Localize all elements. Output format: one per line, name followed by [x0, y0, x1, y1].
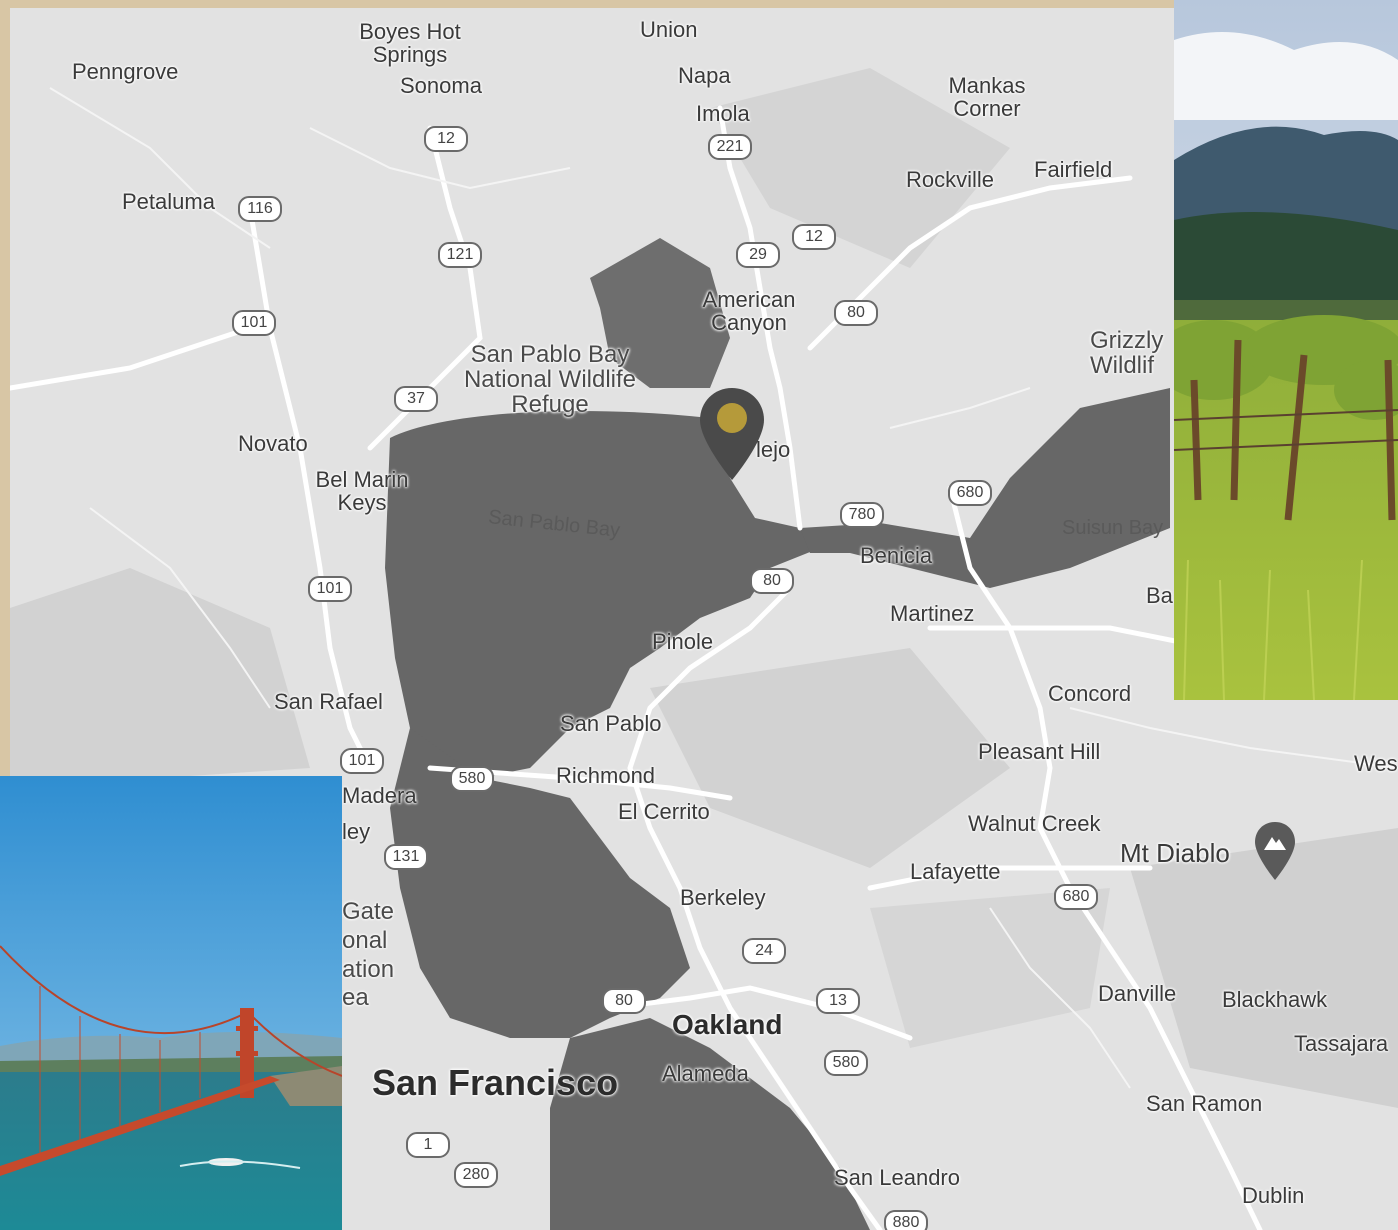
park-label-golden-gate: Gate onal ation ea [342, 898, 395, 1012]
minor-roads [49, 87, 1398, 1089]
place-label-el-cerrito: El Cerrito [618, 799, 710, 824]
place-label-madera: Madera [342, 783, 417, 808]
napa-marsh-water [590, 238, 730, 388]
water-label-suisun-bay: Suisun Bay [1062, 517, 1164, 539]
golden-gate-photo [0, 776, 342, 1230]
place-label-mankas-corner: Mankas Corner [948, 73, 1026, 122]
route-shield-221: 221 [708, 134, 752, 160]
place-label-berkeley: Berkeley [680, 885, 766, 910]
route-shield-101: 101 [232, 310, 276, 336]
place-label-rockville: Rockville [906, 167, 995, 192]
route-shield-101: 101 [308, 576, 352, 602]
place-label-tassajara: Tassajara [1294, 1031, 1389, 1056]
route-shield-680: 680 [1054, 884, 1098, 910]
hills-area [650, 648, 1010, 868]
route-shield-580: 580 [450, 766, 494, 792]
route-shield-780: 780 [840, 502, 884, 528]
route-shield-680: 680 [948, 480, 992, 506]
place-label-wes: Wes [1354, 751, 1398, 776]
central-bay-water [390, 728, 690, 1038]
vineyard-photo [1174, 0, 1398, 700]
place-label-fairfield: Fairfield [1034, 157, 1113, 182]
route-shield-80: 80 [750, 568, 794, 594]
place-label-novato: Novato [238, 431, 308, 456]
san-pablo-bay-water [385, 410, 820, 778]
place-label-pinole: Pinole [652, 629, 714, 654]
place-label-blackhawk: Blackhawk [1222, 987, 1328, 1012]
place-label-san-leandro: San Leandro [834, 1165, 960, 1190]
route-shield-121: 121 [438, 242, 482, 268]
place-label-imola: Imola [696, 101, 750, 126]
park-label-san-pablo-bay-refuge: San Pablo Bay National Wildlife Refuge [463, 341, 637, 419]
place-label-vallejo: lejo [756, 437, 791, 462]
hills-area [870, 888, 1110, 1048]
vineyard-image [1174, 0, 1398, 700]
route-shield-580: 580 [824, 1050, 868, 1076]
road-network [10, 105, 1398, 1230]
place-label-richmond: Richmond [556, 763, 656, 788]
route-shield-80: 80 [834, 300, 878, 326]
poi-label-mt-diablo[interactable]: Mt Diablo [1120, 838, 1230, 868]
place-label-martinez: Martinez [890, 601, 975, 626]
route-shield-116: 116 [238, 196, 282, 222]
golden-gate-bridge-image [0, 776, 342, 1230]
place-label-san-pablo: San Pablo [560, 711, 662, 736]
place-label-dublin: Dublin [1242, 1183, 1305, 1208]
route-shield-13: 13 [816, 988, 860, 1014]
place-label-benicia: Benicia [860, 543, 933, 568]
place-label-san-rafael: San Rafael [274, 689, 383, 714]
map-canvas[interactable]: Boyes Hot Springs Union Penngrove Napa S… [10, 8, 1398, 1230]
place-label-ba: Ba [1146, 583, 1173, 608]
place-label-penngrove: Penngrove [72, 59, 179, 84]
suisun-bay-water [800, 388, 1170, 588]
place-label-napa: Napa [678, 63, 731, 88]
hills-area [710, 68, 1010, 268]
route-shield-280: 280 [454, 1162, 498, 1188]
hills-area [10, 568, 310, 788]
location-pin-icon[interactable] [698, 386, 766, 482]
place-label-boyes-hot-springs: Boyes Hot Springs [359, 19, 461, 68]
place-label-union: Union [640, 17, 698, 42]
place-label-oakland: Oakland [672, 1009, 783, 1040]
route-shield-101: 101 [340, 748, 384, 774]
south-bay-water [550, 1018, 870, 1230]
place-label-sonoma: Sonoma [400, 73, 482, 98]
place-label-lafayette: Lafayette [910, 859, 1001, 884]
route-shield-12: 12 [424, 126, 468, 152]
hills-area [1130, 828, 1398, 1108]
route-shield-29: 29 [736, 242, 780, 268]
route-shield-880: 880 [884, 1210, 928, 1230]
route-shield-80: 80 [602, 988, 646, 1014]
place-label-danville: Danville [1098, 981, 1177, 1006]
route-shield-12: 12 [792, 224, 836, 250]
place-label-san-ramon: San Ramon [1146, 1091, 1263, 1116]
route-shield-37: 37 [394, 386, 438, 412]
place-label-bel-marin-keys: Bel Marin Keys [315, 467, 409, 516]
park-label-grizzly-wildlife: Grizzly Wildlif [1090, 327, 1164, 380]
route-shield-24: 24 [742, 938, 786, 964]
place-label-walnut-creek: Walnut Creek [968, 811, 1101, 836]
place-label-alameda: Alameda [662, 1061, 749, 1086]
place-label-petaluma: Petaluma [122, 189, 215, 214]
mountain-pin-icon[interactable] [1253, 820, 1297, 882]
route-shield-1: 1 [406, 1132, 450, 1158]
place-label-ley: ley [342, 819, 371, 844]
place-label-san-francisco: San Francisco [372, 1062, 619, 1103]
route-shield-131: 131 [384, 844, 428, 870]
place-label-concord: Concord [1048, 681, 1132, 706]
place-label-american-canyon: American Canyon [702, 287, 796, 336]
place-label-pleasant-hill: Pleasant Hill [978, 739, 1101, 764]
